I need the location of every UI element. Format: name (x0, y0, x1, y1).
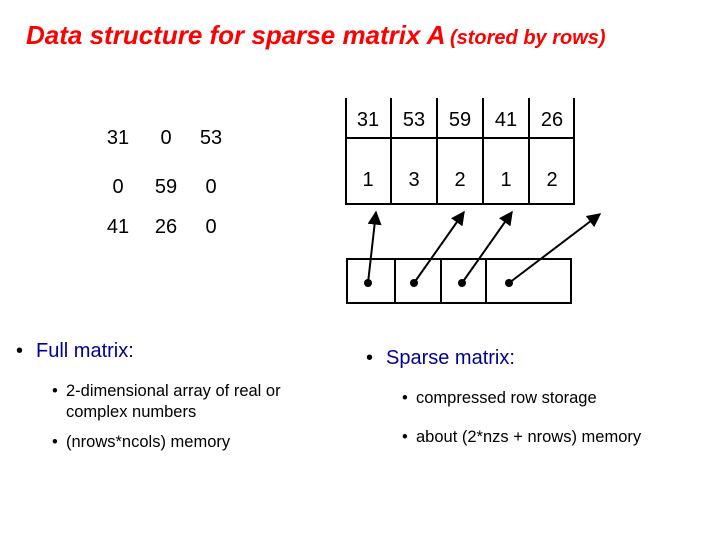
column-index-cell: 1 (500, 169, 512, 191)
value-cell: 41 (494, 109, 518, 131)
bullet-glyph: • (16, 340, 24, 362)
table-divider (436, 98, 438, 205)
bullet-glyph: • (402, 428, 408, 446)
full-matrix-cell-r3-c3: 0 (205, 216, 217, 238)
title-main: Data structure for sparse matrix A (26, 20, 446, 50)
row-pointer-divider (440, 260, 442, 302)
bullet-text: about (2*nzs + nrows) memory (416, 428, 642, 446)
full-matrix-cell-r1-c2: 0 (160, 127, 172, 149)
sparse-matrix-point-1: • compressed row storage (402, 388, 597, 409)
full-matrix-point-2: • (nrows*ncols) memory (52, 432, 230, 453)
full-matrix-cell-r1-c1: 31 (106, 127, 130, 149)
bullet-glyph: • (52, 382, 58, 400)
slide-title: Data structure for sparse matrix A (stor… (26, 20, 606, 51)
full-matrix-heading-text: Full matrix: (36, 340, 134, 362)
column-index-cell: 3 (408, 169, 420, 191)
full-matrix-cell-r3-c2: 26 (154, 216, 178, 238)
full-matrix-cell-r2-c1: 0 (112, 176, 124, 198)
table-divider (345, 98, 347, 205)
row-pointer-divider (485, 260, 487, 302)
row-pointer-divider (394, 260, 396, 302)
table-divider (482, 98, 484, 205)
title-subtitle: (stored by rows) (449, 27, 606, 49)
column-index-row-bottom-line (345, 203, 575, 205)
column-index-cell: 2 (454, 169, 466, 191)
full-matrix-point-1: • 2-dimensional array of real or complex … (52, 381, 281, 423)
sparse-matrix-point-2: • about (2*nzs + nrows) memory (402, 427, 641, 448)
bullet-glyph: • (402, 389, 408, 407)
bullet-glyph: • (52, 433, 58, 451)
value-cell: 31 (356, 109, 380, 131)
sparse-matrix-heading: • Sparse matrix: (366, 347, 515, 370)
value-cell: 59 (448, 109, 472, 131)
values-row-divider (345, 137, 575, 139)
sparse-matrix-heading-text: Sparse matrix: (386, 347, 515, 369)
value-cell: 53 (402, 109, 426, 131)
column-index-cell: 1 (362, 169, 374, 191)
bullet-glyph: • (366, 347, 374, 369)
full-matrix-cell-r2-c3: 0 (205, 176, 217, 198)
full-matrix-heading: • Full matrix: (16, 340, 134, 363)
row-pointer-array (346, 258, 572, 304)
bullet-text: compressed row storage (416, 389, 597, 407)
table-divider (528, 98, 530, 205)
table-divider (573, 98, 575, 205)
bullet-text-continued: complex numbers (66, 403, 197, 421)
value-cell: 26 (540, 109, 564, 131)
table-divider (390, 98, 392, 205)
full-matrix-cell-r2-c2: 59 (154, 176, 178, 198)
bullet-text: (nrows*ncols) memory (66, 433, 231, 451)
column-index-cell: 2 (546, 169, 558, 191)
full-matrix-cell-r1-c3: 53 (199, 127, 223, 149)
bullet-text: 2-dimensional array of real or (66, 382, 281, 400)
full-matrix-cell-r3-c1: 41 (106, 216, 130, 238)
sparse-storage-table: 31 53 59 41 26 1 3 2 1 2 (345, 98, 575, 205)
